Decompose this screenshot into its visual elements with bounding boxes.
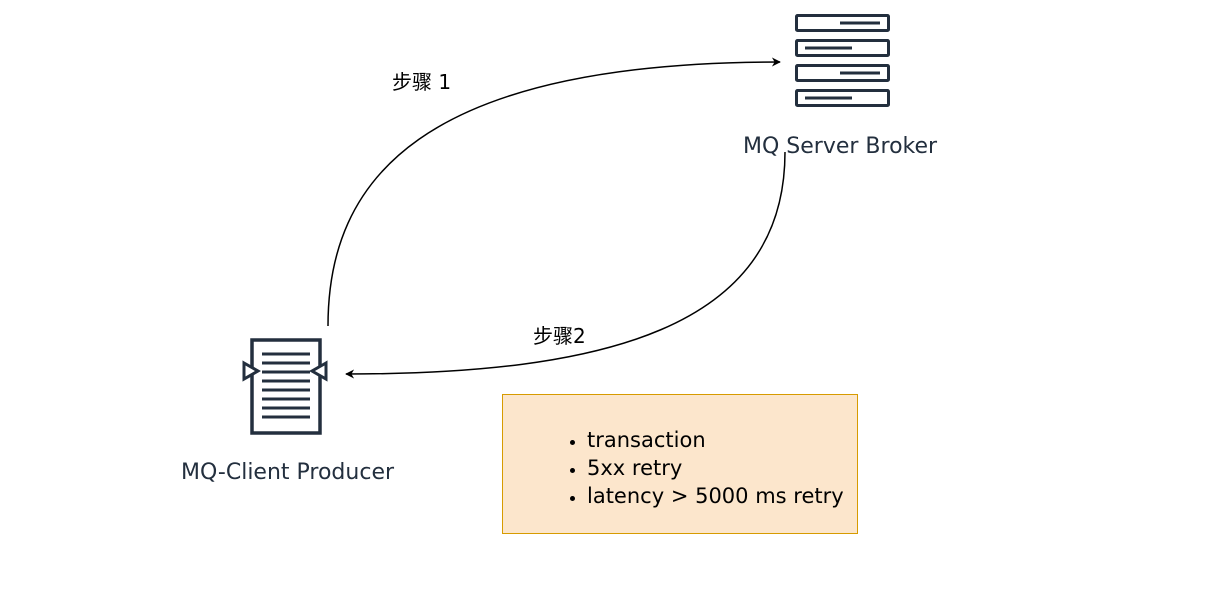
broker-label: MQ Server Broker <box>743 134 938 159</box>
edge-step2-arrow <box>345 151 786 379</box>
note-box: transaction 5xx retry latency > 5000 ms … <box>502 394 858 534</box>
producer-label: MQ-Client Producer <box>181 460 395 485</box>
step2-label: 步骤2 <box>533 324 586 348</box>
note-item: 5xx retry <box>587 454 857 482</box>
note-item: transaction <box>587 426 857 454</box>
edge-step1-arrow <box>327 57 781 327</box>
note-list: transaction 5xx retry latency > 5000 ms … <box>503 395 857 510</box>
document-client-icon <box>242 338 328 435</box>
note-item: latency > 5000 ms retry <box>587 482 857 510</box>
step1-label: 步骤 1 <box>392 70 452 94</box>
server-rack-icon <box>795 14 890 107</box>
